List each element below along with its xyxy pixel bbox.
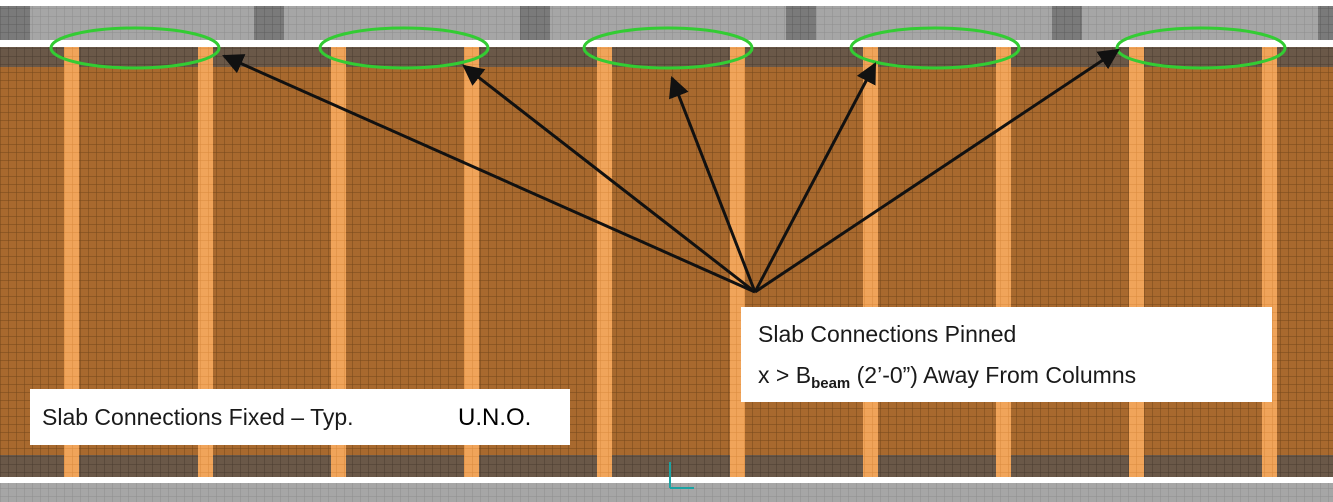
beam-strip [996,47,1011,477]
bottom-divider [0,477,1333,483]
highlight-ellipse [849,26,1021,70]
fixed-connections-label: Slab Connections Fixed – Typ. U.N.O. [30,389,570,445]
pointer-arrow [222,54,756,294]
bottom-band [0,483,1333,502]
pointer-arrow [462,64,756,294]
beam-strip [863,47,878,477]
beam-strip [198,47,213,477]
condition-subscript: beam [811,375,851,392]
pinned-connections-condition: x > Bbeam (2’-0”) Away From Columns [758,362,1136,392]
beam-strip [331,47,346,477]
fixed-connections-text: Slab Connections Fixed – Typ. [42,404,354,430]
beam-strip [464,47,479,477]
column-block [1318,6,1333,40]
top-column-blocks [0,6,1333,40]
top-band [0,6,1333,40]
pointer-arrow [753,62,877,293]
column-block [786,6,816,40]
uno-note: U.N.O. [458,404,532,431]
column-block [520,6,550,40]
pointer-arrow [754,48,1120,294]
highlight-ellipse [49,26,221,70]
pinned-connections-title: Slab Connections Pinned [758,321,1017,347]
beam-strip [64,47,79,477]
condition-prefix: x > B [758,362,812,388]
highlight-ellipse [318,26,490,70]
beam-strip [597,47,612,477]
pointer-arrow [669,76,757,293]
column-block [254,6,284,40]
pinned-connections-label: Slab Connections Pinned x > Bbeam (2’-0”… [741,307,1272,402]
top-divider [0,40,1333,47]
highlight-ellipse [582,26,754,70]
condition-suffix: (2’-0”) Away From Columns [850,362,1137,388]
pointer-arrows [222,48,1120,294]
axis-marker-icon [669,462,694,489]
highlight-ellipse [1115,26,1287,70]
column-block [1052,6,1082,40]
beam-strip [1129,47,1144,477]
connection-highlights [49,26,1287,70]
column-block [0,6,30,40]
beam-strip [1262,47,1277,477]
